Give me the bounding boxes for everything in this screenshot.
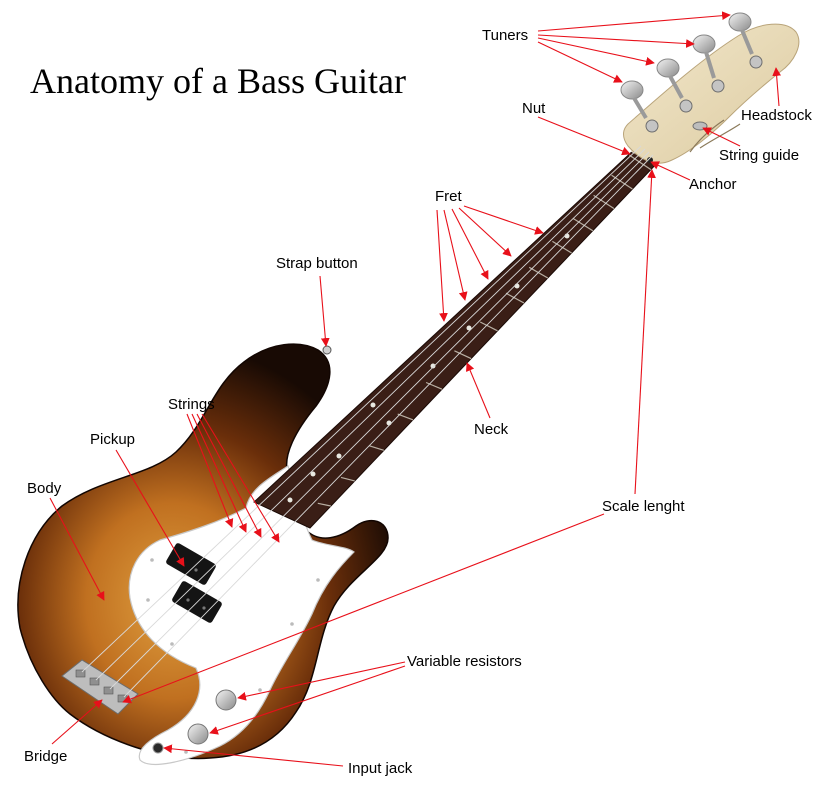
- label-headstock: Headstock: [741, 107, 812, 124]
- pickguard-screws: [146, 484, 320, 754]
- tuner-stems: [632, 29, 754, 120]
- volume-knob: [215, 689, 237, 711]
- diagram-title: Anatomy of a Bass Guitar: [30, 61, 406, 101]
- fret-arrows: [436, 205, 544, 322]
- tuners-arrows: [537, 11, 731, 83]
- label-tuners: Tuners: [482, 27, 528, 44]
- annotations: Tuners Headstock Nut String guide Anchor…: [24, 11, 812, 777]
- label-nut: Nut: [522, 100, 546, 117]
- neck-fretboard: [253, 147, 661, 529]
- nut-arrow: [537, 116, 631, 156]
- label-input-jack: Input jack: [348, 760, 413, 777]
- strap-button: [322, 345, 332, 355]
- label-scale-length: Scale lenght: [602, 498, 685, 515]
- label-neck: Neck: [474, 421, 509, 438]
- input-jack-arrow: [163, 744, 344, 767]
- label-strings: Strings: [168, 396, 215, 413]
- label-pickup: Pickup: [90, 431, 135, 448]
- body-arrow: [49, 497, 105, 601]
- tuner-pegs: [645, 55, 763, 133]
- label-bridge: Bridge: [24, 748, 67, 765]
- anchor-arrow: [650, 161, 691, 181]
- input-jack-part: [152, 742, 164, 754]
- label-variable-resistors: Variable resistors: [407, 653, 522, 670]
- label-string-guide: String guide: [719, 147, 799, 164]
- strings-arrows: [186, 413, 280, 543]
- headstock-arrow: [772, 67, 782, 107]
- guitar-illustration: [17, 12, 800, 766]
- strap-button-arrow: [319, 275, 330, 347]
- label-anchor: Anchor: [689, 176, 737, 193]
- variable-resistors-arrows: [209, 661, 406, 735]
- label-fret: Fret: [435, 188, 463, 205]
- neck-arrow: [465, 362, 491, 419]
- label-strap-button: Strap button: [276, 255, 358, 272]
- bridge-arrow: [51, 699, 103, 745]
- scale-length-arrows: [122, 169, 656, 704]
- string-guide-arrow: [702, 127, 741, 147]
- tuner-keys: [620, 12, 752, 100]
- tone-knob: [187, 723, 209, 745]
- strings-part: [81, 145, 654, 698]
- pickguard: [128, 465, 355, 766]
- pickup-arrow: [115, 449, 185, 567]
- label-body: Body: [27, 480, 62, 497]
